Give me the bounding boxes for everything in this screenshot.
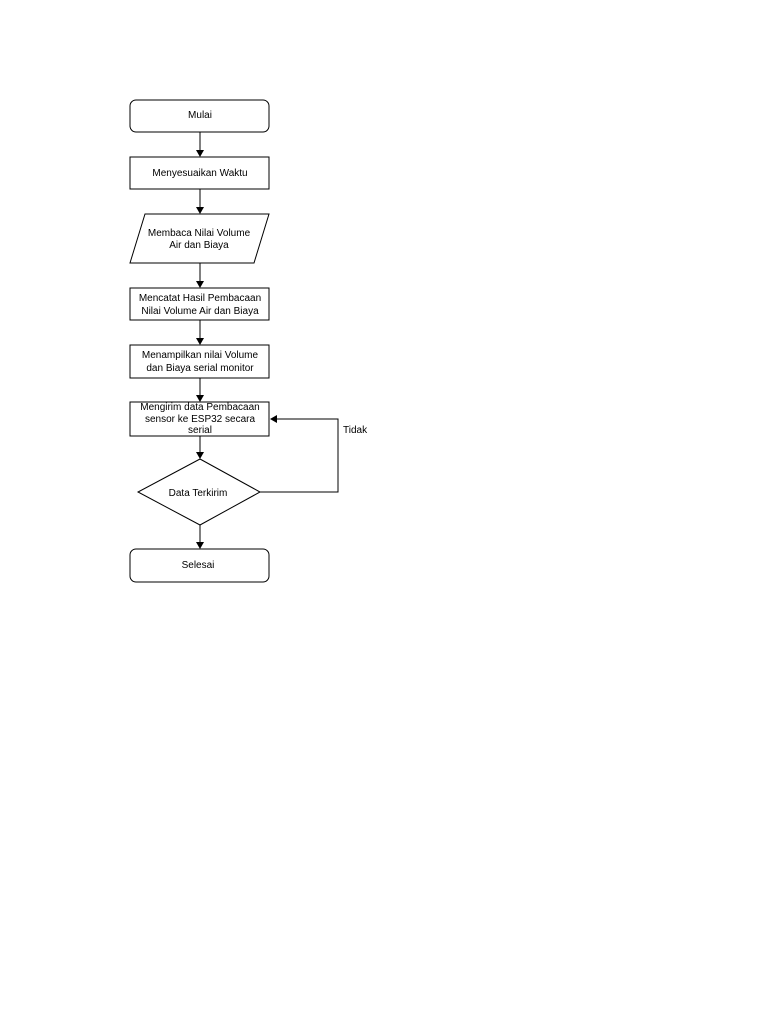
node-send-data: Mengirim data Pembacaan sensor ke ESP32 … bbox=[129, 401, 270, 437]
node-adjust-time-label: Menyesuaikan Waktu bbox=[152, 168, 247, 179]
arrowhead-down bbox=[196, 207, 204, 214]
node-display-values-label-line-2: dan Biaya serial monitor bbox=[146, 363, 254, 374]
node-record-results-label-line-2: Nilai Volume Air dan Biaya bbox=[141, 306, 259, 317]
process-shape bbox=[129, 344, 270, 379]
arrowhead-down bbox=[196, 452, 204, 459]
terminator-shape bbox=[129, 548, 270, 583]
process-shape bbox=[129, 287, 270, 321]
process-shape bbox=[129, 156, 270, 190]
node-read-values-label-line-1: Membaca Nilai Volume bbox=[148, 228, 251, 239]
process-shape bbox=[129, 401, 270, 437]
arrowhead-down bbox=[196, 542, 204, 549]
node-record-results-label-line-1: Mencatat Hasil Pembacaan bbox=[139, 293, 261, 304]
terminator-shape bbox=[129, 99, 270, 133]
node-start: Mulai bbox=[129, 99, 270, 133]
arrowhead-left bbox=[270, 415, 277, 423]
node-send-data-label-line-3: serial bbox=[188, 425, 212, 436]
arrowhead-down bbox=[196, 395, 204, 402]
node-end: Selesai bbox=[129, 548, 270, 583]
decision-shape bbox=[136, 458, 262, 526]
node-read-values: Membaca Nilai Volume Air dan Biaya bbox=[129, 213, 270, 264]
arrowhead-down bbox=[196, 150, 204, 157]
node-start-label: Mulai bbox=[188, 110, 212, 121]
input-output-shape bbox=[129, 213, 270, 264]
node-send-data-label-line-1: Mengirim data Pembacaan bbox=[140, 402, 260, 413]
node-record-results: Mencatat Hasil Pembacaan Nilai Volume Ai… bbox=[129, 287, 270, 321]
edge-label-no: Tidak bbox=[343, 425, 368, 436]
node-read-values-label-line-2: Air dan Biaya bbox=[169, 240, 229, 251]
node-adjust-time: Menyesuaikan Waktu bbox=[129, 156, 270, 190]
node-send-data-label-line-2: sensor ke ESP32 secara bbox=[145, 414, 255, 425]
node-data-sent-decision: Data Terkirim bbox=[136, 458, 262, 526]
node-display-values: Menampilkan nilai Volume dan Biaya seria… bbox=[129, 344, 270, 379]
edges bbox=[196, 132, 339, 549]
arrowhead-down bbox=[196, 281, 204, 288]
node-end-label: Selesai bbox=[182, 560, 215, 571]
node-data-sent-decision-label: Data Terkirim bbox=[169, 488, 228, 499]
arrowhead-down bbox=[196, 338, 204, 345]
node-display-values-label-line-1: Menampilkan nilai Volume bbox=[142, 350, 259, 361]
edge-decision-no-loop bbox=[260, 418, 339, 493]
